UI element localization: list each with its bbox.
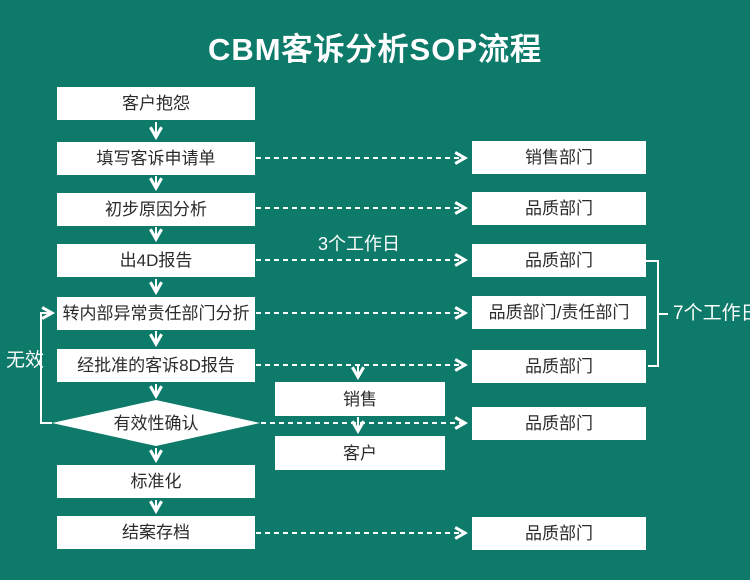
department-label: 品质部门/责任部门: [488, 303, 630, 322]
department-quality-2: 品质部门: [472, 244, 646, 277]
dashed-arrows: [256, 158, 465, 533]
step-close-and-archive: 结案存档: [57, 516, 255, 549]
box-label: 客户: [343, 443, 377, 463]
page-title: CBM客诉分析SOP流程: [207, 32, 543, 67]
department-quality-1: 品质部门: [472, 192, 646, 225]
department-quality-4: 品质部门: [472, 407, 646, 440]
step-standardization: 标准化: [57, 465, 255, 498]
step-label: 转内部异常责任部门分折: [62, 304, 250, 323]
step-label: 标准化: [130, 472, 182, 491]
department-quality-3: 品质部门: [472, 350, 646, 383]
department-label: 销售部门: [525, 148, 593, 167]
department-label: 品质部门: [525, 199, 593, 218]
label-7-working-days: 7个工作日: [673, 303, 750, 324]
step-approved-8d-report: 经批准的客诉8D报告: [57, 349, 255, 382]
department-label: 品质部门: [525, 251, 593, 270]
bracket-7-working-days: [646, 260, 668, 367]
label-3-working-days: 3个工作日: [318, 234, 401, 254]
department-label: 品质部门: [525, 357, 593, 376]
step-label: 客户抱怨: [122, 94, 190, 113]
step-label: 经批准的客诉8D报告: [77, 356, 235, 375]
step-fill-complaint-form: 填写客诉申请单: [57, 142, 255, 175]
box-label: 销售: [343, 389, 377, 409]
department-label: 品质部门: [525, 524, 593, 543]
step-label: 填写客诉申请单: [96, 149, 216, 168]
step-label: 出4D报告: [119, 251, 193, 270]
step-label: 结案存档: [122, 523, 190, 542]
department-quality-5: 品质部门: [472, 517, 646, 550]
department-label: 品质部门: [525, 414, 593, 433]
step-label: 有效性确认: [113, 413, 199, 433]
middle-box-sales: 销售: [275, 382, 445, 416]
step-internal-dept-analysis: 转内部异常责任部门分折: [57, 297, 255, 330]
department-quality-responsible: 品质部门/责任部门: [472, 296, 646, 329]
step-preliminary-cause-analysis: 初步原因分析: [57, 193, 255, 226]
step-customer-complaint: 客户抱怨: [57, 87, 255, 120]
step-label: 初步原因分析: [105, 200, 207, 219]
step-issue-4d-report: 出4D报告: [57, 244, 255, 277]
department-sales: 销售部门: [472, 141, 646, 174]
decision-effectiveness-confirmation: 有效性确认: [52, 400, 260, 446]
middle-box-customer: 客户: [275, 436, 445, 470]
label-invalid: 无效: [6, 350, 45, 371]
